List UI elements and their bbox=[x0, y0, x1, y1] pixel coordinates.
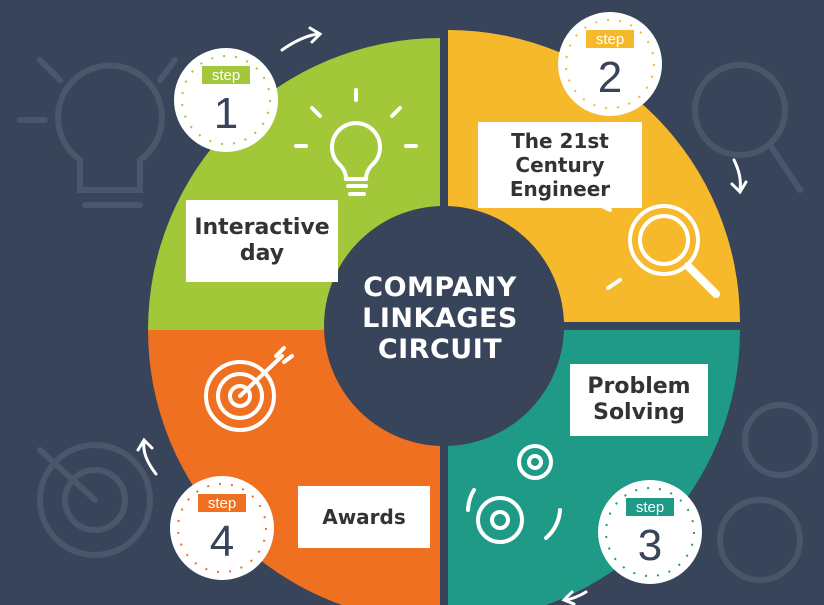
center-title-line-2: LINKAGES bbox=[362, 303, 518, 334]
step-3-title-box: Problem Solving bbox=[570, 364, 708, 436]
step-4-number: 4 bbox=[210, 517, 234, 566]
center-title-line-3: CIRCUIT bbox=[377, 334, 503, 365]
step-1-badge: step 1 bbox=[174, 48, 278, 152]
target-icon bbox=[204, 346, 294, 432]
step-2-title-box: The 21st Century Engineer bbox=[478, 122, 642, 208]
step-4-title-box: Awards bbox=[298, 486, 430, 548]
step-2-number: 2 bbox=[598, 53, 622, 102]
step-4-title: Awards bbox=[322, 505, 406, 529]
step-3-badge-ring bbox=[605, 487, 695, 577]
step-3-badge: step 3 bbox=[598, 480, 702, 584]
step-1-badge-circle bbox=[174, 48, 278, 152]
center-title: COMPANY LINKAGES CIRCUIT bbox=[330, 272, 550, 365]
step-2-title: The 21st Century Engineer bbox=[509, 129, 611, 201]
step-3-tag-label: step bbox=[636, 499, 664, 516]
step-3-badge-circle bbox=[598, 480, 702, 584]
step-4-badge: step 4 bbox=[170, 476, 274, 580]
magnifier-icon bbox=[596, 202, 720, 298]
step-2-tag-label: step bbox=[596, 31, 624, 48]
bg-gear-icon bbox=[717, 402, 818, 583]
gears-icon bbox=[466, 444, 562, 544]
center-circle bbox=[324, 206, 564, 446]
step-1-number: 1 bbox=[214, 89, 238, 138]
step-1-tag bbox=[202, 66, 250, 84]
bg-lightbulb-icon bbox=[17, 57, 178, 208]
step-1-title-box: Interactive day bbox=[186, 200, 338, 282]
step-1-badge-ring bbox=[181, 55, 271, 145]
step-4-badge-ring bbox=[177, 483, 267, 573]
step-2-badge-ring bbox=[565, 19, 655, 109]
step-1-tag-label: step bbox=[212, 67, 240, 84]
step-1-title: Interactive day bbox=[194, 214, 330, 266]
step-4-tag bbox=[198, 494, 246, 512]
step-4-badge-circle bbox=[170, 476, 274, 580]
bg-target-icon bbox=[37, 442, 153, 558]
arrow-3-to-4 bbox=[561, 590, 588, 605]
step-4-tag-label: step bbox=[208, 495, 236, 512]
step-3-title: Problem Solving bbox=[587, 373, 691, 425]
step-2-badge: step 2 bbox=[558, 12, 662, 116]
arrow-1-to-2 bbox=[280, 26, 323, 52]
arrow-2-to-3 bbox=[730, 158, 748, 195]
center-title-line-1: COMPANY bbox=[363, 272, 517, 303]
lightbulb-icon bbox=[294, 88, 418, 196]
step-2-badge-circle bbox=[558, 12, 662, 116]
arrow-4-to-1 bbox=[136, 437, 158, 476]
step-3-number: 3 bbox=[638, 521, 662, 570]
step-2-tag bbox=[586, 30, 634, 48]
step-3-tag bbox=[626, 498, 674, 516]
bg-magnifier-icon bbox=[692, 62, 803, 193]
